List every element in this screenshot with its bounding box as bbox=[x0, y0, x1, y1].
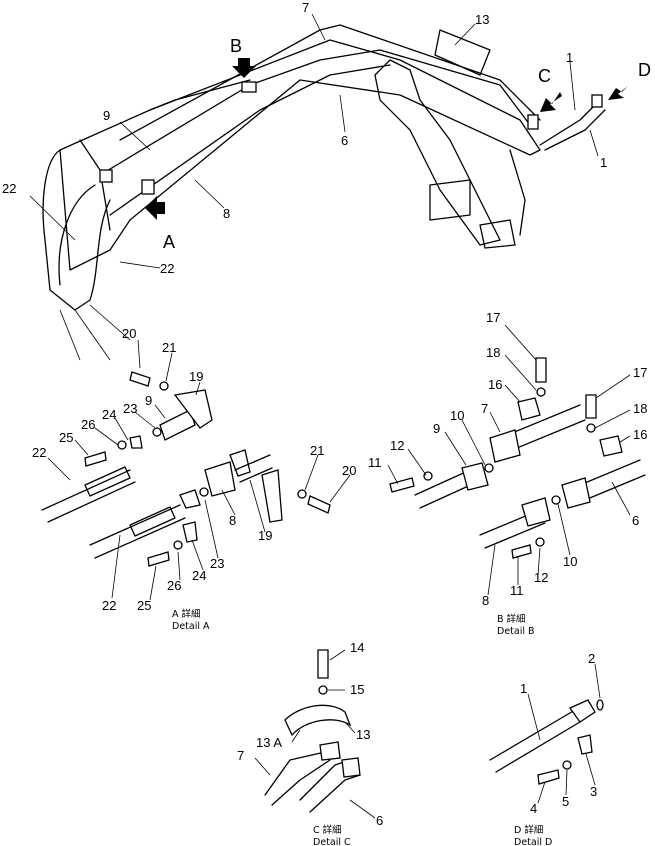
callout: 25 bbox=[137, 598, 151, 613]
arrow-c-icon bbox=[540, 92, 562, 112]
callout: 20 bbox=[122, 326, 136, 341]
callout: 21 bbox=[310, 443, 324, 458]
callout: 7 bbox=[481, 401, 488, 416]
callout: 9 bbox=[145, 393, 152, 408]
callout: 13 A bbox=[256, 735, 282, 750]
callout: 6 bbox=[341, 133, 348, 148]
callout: 10 bbox=[563, 554, 577, 569]
callout: 20 bbox=[342, 463, 356, 478]
callout: 17 bbox=[633, 365, 647, 380]
detail-c: 14 15 13 13 A 7 6 C 詳細 Detail C bbox=[237, 640, 383, 846]
view-arrows bbox=[145, 58, 632, 220]
callout: 4 bbox=[530, 801, 537, 816]
callout: 6 bbox=[376, 813, 383, 828]
callout: 7 bbox=[302, 0, 309, 15]
callout: 1 bbox=[600, 155, 607, 170]
callout: 22 bbox=[2, 181, 16, 196]
arrow-b-icon bbox=[232, 58, 256, 78]
callout: 11 bbox=[510, 583, 524, 598]
callout: 12 bbox=[534, 570, 548, 585]
callout: 18 bbox=[633, 401, 647, 416]
callout: 16 bbox=[633, 427, 647, 442]
callout: 8 bbox=[229, 513, 236, 528]
callout: 22 bbox=[160, 261, 174, 276]
callout: 9 bbox=[433, 421, 440, 436]
callout: 26 bbox=[167, 578, 181, 593]
detail-d-caption-jp: D 詳細 bbox=[514, 824, 543, 836]
view-label-c: C bbox=[538, 66, 551, 86]
callout: 15 bbox=[350, 682, 364, 697]
callout: 14 bbox=[350, 640, 364, 655]
callout: 13 bbox=[475, 12, 489, 27]
callout: 23 bbox=[123, 401, 137, 416]
callout: 8 bbox=[482, 593, 489, 608]
callout: 1 bbox=[566, 50, 573, 65]
callout: 10 bbox=[450, 408, 464, 423]
detail-b: 17 18 16 17 18 16 7 10 9 12 11 6 10 12 1… bbox=[368, 310, 647, 637]
callout: 18 bbox=[486, 345, 500, 360]
overview-labels: 7 13 1 9 6 1 22 8 22 A B C D bbox=[2, 0, 651, 276]
callout: 22 bbox=[102, 598, 116, 613]
detail-a: 20 21 19 9 23 24 26 25 22 21 20 8 19 23 … bbox=[32, 326, 356, 632]
callout: 7 bbox=[237, 748, 244, 763]
callout: 21 bbox=[162, 340, 176, 355]
callout: 16 bbox=[488, 377, 502, 392]
view-label-a: A bbox=[163, 232, 175, 252]
detail-d-caption-en: Detail D bbox=[514, 837, 552, 846]
callout: 1 bbox=[520, 681, 527, 696]
detail-b-caption-jp: B 詳細 bbox=[497, 613, 526, 625]
callout: 11 bbox=[368, 455, 382, 470]
callout: 6 bbox=[632, 513, 639, 528]
detail-c-caption-jp: C 詳細 bbox=[313, 824, 342, 836]
callout: 22 bbox=[32, 445, 46, 460]
arrow-d-icon bbox=[608, 82, 632, 100]
callout: 19 bbox=[189, 369, 203, 384]
detail-a-caption-jp: A 詳細 bbox=[172, 608, 201, 620]
callout: 2 bbox=[588, 651, 595, 666]
view-label-b: B bbox=[230, 36, 242, 56]
callout: 19 bbox=[258, 528, 272, 543]
callout: 23 bbox=[210, 556, 224, 571]
callout: 8 bbox=[223, 206, 230, 221]
callout: 5 bbox=[562, 794, 569, 809]
callout: 24 bbox=[102, 407, 116, 422]
view-label-d: D bbox=[638, 60, 651, 80]
callout: 17 bbox=[486, 310, 500, 325]
arrow-a-icon bbox=[145, 196, 165, 220]
detail-a-caption-en: Detail A bbox=[172, 621, 210, 632]
callout: 12 bbox=[390, 438, 404, 453]
callout: 3 bbox=[590, 784, 597, 799]
overview-leaders bbox=[29, 13, 599, 269]
callout: 26 bbox=[81, 417, 95, 432]
callout: 24 bbox=[192, 568, 206, 583]
detail-c-caption-en: Detail C bbox=[313, 837, 351, 846]
callout: 9 bbox=[103, 108, 110, 123]
detail-d: 2 1 3 4 5 D 詳細 Detail D bbox=[489, 651, 604, 846]
boom-arm-overview bbox=[42, 24, 606, 361]
callout: 25 bbox=[59, 430, 73, 445]
detail-b-caption-en: Detail B bbox=[497, 626, 535, 637]
callout: 13 bbox=[356, 727, 370, 742]
